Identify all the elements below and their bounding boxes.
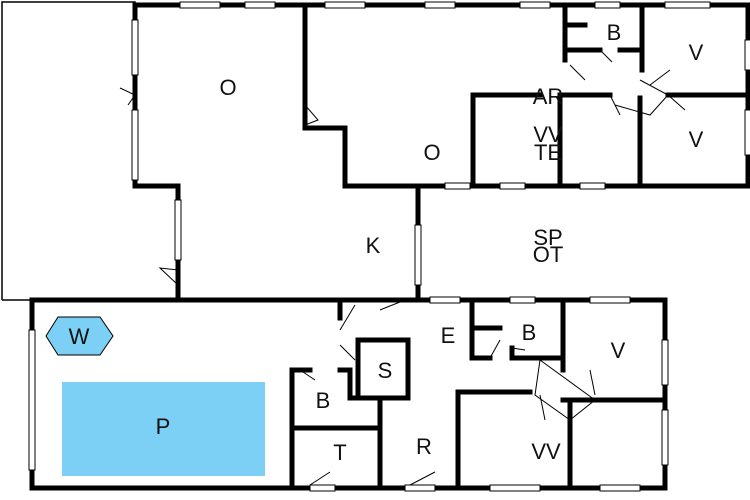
- room-label-bath-low: B: [316, 388, 331, 413]
- room-label-bed-top-2: V: [689, 127, 704, 152]
- room-label-toilet: T: [333, 440, 346, 465]
- room-label-living-1: O: [219, 75, 236, 100]
- room-label-room-r: R: [416, 434, 432, 459]
- terrace-outline: [1, 1, 179, 301]
- room-label-te: TE: [534, 140, 562, 165]
- room-label-sp: SP: [533, 225, 562, 250]
- room-label-ot: OT: [533, 242, 564, 267]
- room-label-bath-top: B: [607, 20, 622, 45]
- pool-shape: [62, 382, 265, 476]
- room-label-living-2: O: [423, 140, 440, 165]
- room-label-sauna: S: [378, 358, 393, 383]
- interior-walls: [289, 2, 750, 491]
- room-label-bed-top-1: V: [689, 40, 704, 65]
- room-labels: O O K B V V AR VV TE SP OT W P E B V S B…: [69, 20, 704, 465]
- room-label-kitchen: K: [366, 233, 381, 258]
- room-label-entry: E: [441, 323, 456, 348]
- room-label-spa: W: [69, 324, 90, 349]
- room-label-vv-bottom: VV: [531, 439, 561, 464]
- room-label-bed-right: V: [611, 338, 626, 363]
- room-label-pool: P: [156, 414, 171, 439]
- windows: [28, 1, 750, 492]
- spa-shape: [45, 316, 114, 356]
- room-label-ar: AR: [533, 84, 564, 109]
- door-swings: [119, 49, 686, 486]
- room-label-bath-mid: B: [522, 320, 537, 345]
- room-label-vv-top: VV: [533, 122, 563, 147]
